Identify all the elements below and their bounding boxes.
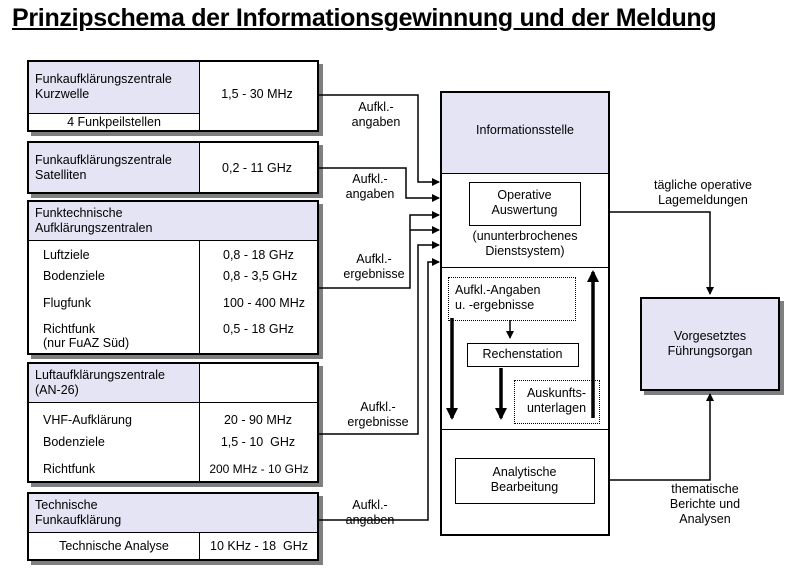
source-funktechnische-name: Funktechnische Aufklärungszentralen	[35, 206, 153, 235]
row-label: Luftziele	[43, 248, 90, 262]
flow-label: Aufkl.- ergebnisse	[343, 252, 405, 281]
row-label: VHF-Aufklärung	[43, 413, 132, 427]
lagemeldungen-label: tägliche operative Lagemeldungen	[654, 178, 752, 207]
source-funktechnische: Funktechnische Aufklärungszentralen Luft…	[27, 200, 319, 355]
berichte-label: thematische Berichte und Analysen	[669, 482, 741, 526]
source-technische-name: Technische Funkaufklärung	[35, 498, 122, 527]
analytische-label: Analytische Bearbeitung	[490, 465, 559, 494]
angaben-box: Aufkl.-Angaben u. -ergebnisse	[448, 277, 576, 321]
flow-label: Aufkl.- angaben	[351, 100, 401, 129]
row-freq: 20 - 90 MHz	[223, 413, 293, 427]
flow-arrow-2	[319, 167, 440, 202]
auskunft-box: Auskunfts- unterlagen	[514, 380, 600, 424]
source-technische: Technische Funkaufklärung Technische Ana…	[27, 492, 319, 561]
row-label: Richtfunk	[43, 462, 96, 476]
fuehrungsorgan-box: Vorgesetztes Führungsorgan	[640, 297, 780, 391]
source-kurzwelle-freq: 1,5 - 30 MHz	[221, 87, 293, 101]
fuehrungsorgan-label: Vorgesetztes Führungsorgan	[667, 329, 753, 358]
flow-arrow-4	[319, 241, 440, 435]
flow-arrow-1	[319, 94, 440, 186]
row-freq: 1,5 - 10 GHz	[220, 435, 296, 449]
row-freq: 0,8 - 18 GHz	[223, 248, 294, 262]
berichte-arrow	[610, 393, 714, 481]
row-freq: 200 MHz - 10 GHz	[209, 462, 309, 476]
row-label: Flugfunk	[43, 296, 91, 310]
source-satelliten-freq: 0,2 - 11 GHz	[222, 161, 292, 175]
angaben-label: Aufkl.-Angaben u. -ergebnisse	[455, 283, 541, 312]
informationsstelle-label: Informationsstelle	[476, 123, 574, 137]
operative-auswertung: Operative Auswertung	[469, 182, 581, 226]
source-kurzwelle-name: Funkaufklärungszentrale Kurzwelle	[35, 72, 172, 101]
source-technische-sub: Technische Analyse	[59, 539, 169, 553]
dienstsystem-label: (ununterbrochenes Dienstsystem)	[472, 229, 578, 258]
flow-label: Aufkl.- ergebnisse	[347, 400, 409, 429]
source-technische-freq: 10 KHz - 18 GHz	[210, 539, 308, 553]
center-block: Informationsstelle Operative Auswertung …	[440, 91, 610, 536]
row-label: Bodenziele	[43, 269, 105, 283]
row-freq: 0,5 - 18 GHz	[223, 322, 294, 336]
page-title: Prinzipschema der Informationsgewinnung …	[12, 4, 717, 32]
flow-arrow-3	[319, 211, 440, 289]
lage-arrow	[610, 211, 714, 295]
source-satelliten-name: Funkaufklärungszentrale Satelliten	[35, 153, 172, 182]
row-label: Bodenziele	[43, 435, 105, 449]
row-freq: 0,8 - 3,5 GHz	[223, 269, 298, 283]
rechenstation-label: Rechenstation	[482, 347, 563, 361]
source-satelliten: Funkaufklärungszentrale Satelliten 0,2 -…	[27, 141, 319, 194]
row-label: Richtfunk (nur FuAZ Süd)	[43, 322, 130, 350]
auskunft-label: Auskunfts- unterlagen	[526, 386, 587, 415]
source-luftaufklaerung-name: Luftaufklärungszentrale (AN-26)	[35, 368, 165, 397]
source-kurzwelle-sub: 4 Funkpeilstellen	[67, 115, 161, 129]
source-kurzwelle: Funkaufklärungszentrale Kurzwelle 4 Funk…	[27, 60, 319, 132]
rechenstation-box: Rechenstation	[467, 343, 579, 367]
operative-auswertung-label: Operative Auswertung	[491, 188, 558, 217]
flow-label: Aufkl.- angaben	[345, 172, 395, 201]
source-luftaufklaerung: Luftaufklärungszentrale (AN-26) VHF-Aufk…	[27, 362, 319, 483]
flow-arrow-5	[319, 258, 440, 521]
analytische-box: Analytische Bearbeitung	[455, 458, 595, 504]
row-freq: 100 - 400 MHz	[223, 296, 305, 310]
